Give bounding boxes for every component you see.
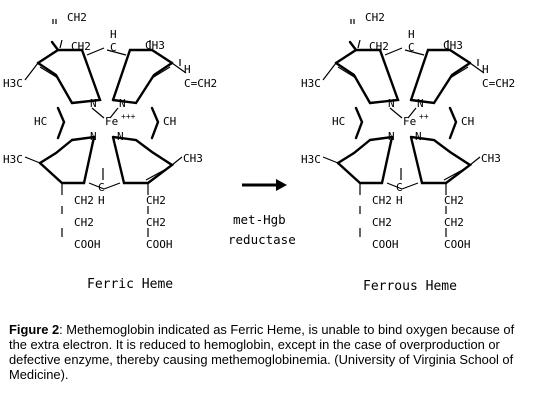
propionate-right-cooh: COOH — [444, 238, 471, 251]
methyl-right-bottom: CH3 — [481, 152, 501, 165]
meso-ch-right: CH — [163, 115, 176, 128]
propionate-left-ch2-b: CH2 — [74, 216, 94, 229]
meso-c-top: C — [110, 41, 117, 54]
methyl-top-right: CH3 — [443, 39, 463, 52]
propionate-left-ch2-a: CH2 — [372, 194, 392, 207]
vinyl-ch-top: CH2 — [369, 40, 389, 53]
propionate-right-cooh: COOH — [146, 238, 173, 251]
meso-hc-left: HC — [34, 115, 47, 128]
figure-label: Figure 2 — [9, 322, 60, 337]
vinyl-ch2-top: CH2 — [67, 11, 87, 24]
nitrogen-bottom-left: N — [388, 130, 395, 143]
ferric-heme-label: Ferric Heme — [87, 277, 173, 292]
propionate-left-cooh: COOH — [74, 238, 101, 251]
enzyme-name-line1: met-Hgb — [233, 212, 286, 227]
methyl-left-bottom: H3C — [301, 153, 321, 166]
heme-reduction-diagram: CH2 CH2 H C CH3 H C=CH2 H3C N N HC Fe ++… — [3, 11, 515, 294]
meso-c-bottom: C — [396, 181, 403, 194]
propionate-right-ch2-b: CH2 — [444, 216, 464, 229]
nitrogen-top-left: N — [388, 97, 395, 110]
meso-h-bottom: H — [98, 194, 105, 207]
enzyme-name-line2: reductase — [228, 232, 296, 247]
vinyl-h-right: H — [184, 63, 191, 76]
ferrous-heme-label: Ferrous Heme — [363, 279, 457, 294]
caption-text: : Methemoglobin indicated as Ferric Heme… — [9, 322, 515, 382]
figure-caption: Figure 2: Methemoglobin indicated as Fer… — [9, 322, 533, 382]
ferric-heme-structure: CH2 CH2 H C CH3 H C=CH2 H3C N N HC Fe ++… — [3, 11, 217, 251]
propionate-right-ch2-a: CH2 — [444, 194, 464, 207]
methyl-left-top: H3C — [301, 77, 321, 90]
vinyl-ch-top: CH2 — [71, 40, 91, 53]
reaction-arrow — [242, 179, 287, 191]
meso-c-top: C — [408, 41, 415, 54]
propionate-left-ch2-a: CH2 — [74, 194, 94, 207]
nitrogen-top-right: N — [119, 97, 126, 110]
iron-charge: ++ — [419, 112, 429, 121]
meso-h-top: H — [110, 28, 117, 41]
methyl-left-top: H3C — [3, 77, 23, 90]
meso-c-bottom: C — [98, 181, 105, 194]
propionate-right-ch2-b: CH2 — [146, 216, 166, 229]
nitrogen-bottom-right: N — [415, 130, 422, 143]
methyl-right-bottom: CH3 — [183, 152, 203, 165]
nitrogen-bottom-left: N — [90, 130, 97, 143]
vinyl-right: C=CH2 — [184, 77, 217, 90]
vinyl-right: C=CH2 — [482, 77, 515, 90]
meso-ch-right: CH — [461, 115, 474, 128]
propionate-left-cooh: COOH — [372, 238, 399, 251]
iron-atom: Fe — [105, 115, 118, 128]
ferrous-heme-structure: CH2 CH2 H C CH3 H C=CH2 H3C N N HC Fe ++… — [301, 11, 515, 251]
nitrogen-top-left: N — [90, 97, 97, 110]
nitrogen-bottom-right: N — [117, 130, 124, 143]
methyl-top-right: CH3 — [145, 39, 165, 52]
vinyl-ch2-top: CH2 — [365, 11, 385, 24]
propionate-right-ch2-a: CH2 — [146, 194, 166, 207]
methyl-left-bottom: H3C — [3, 153, 23, 166]
meso-h-bottom: H — [396, 194, 403, 207]
vinyl-h-right: H — [482, 63, 489, 76]
meso-h-top: H — [408, 28, 415, 41]
iron-charge: +++ — [121, 112, 136, 121]
meso-hc-left: HC — [332, 115, 345, 128]
nitrogen-top-right: N — [417, 97, 424, 110]
propionate-left-ch2-b: CH2 — [372, 216, 392, 229]
iron-atom: Fe — [403, 115, 416, 128]
